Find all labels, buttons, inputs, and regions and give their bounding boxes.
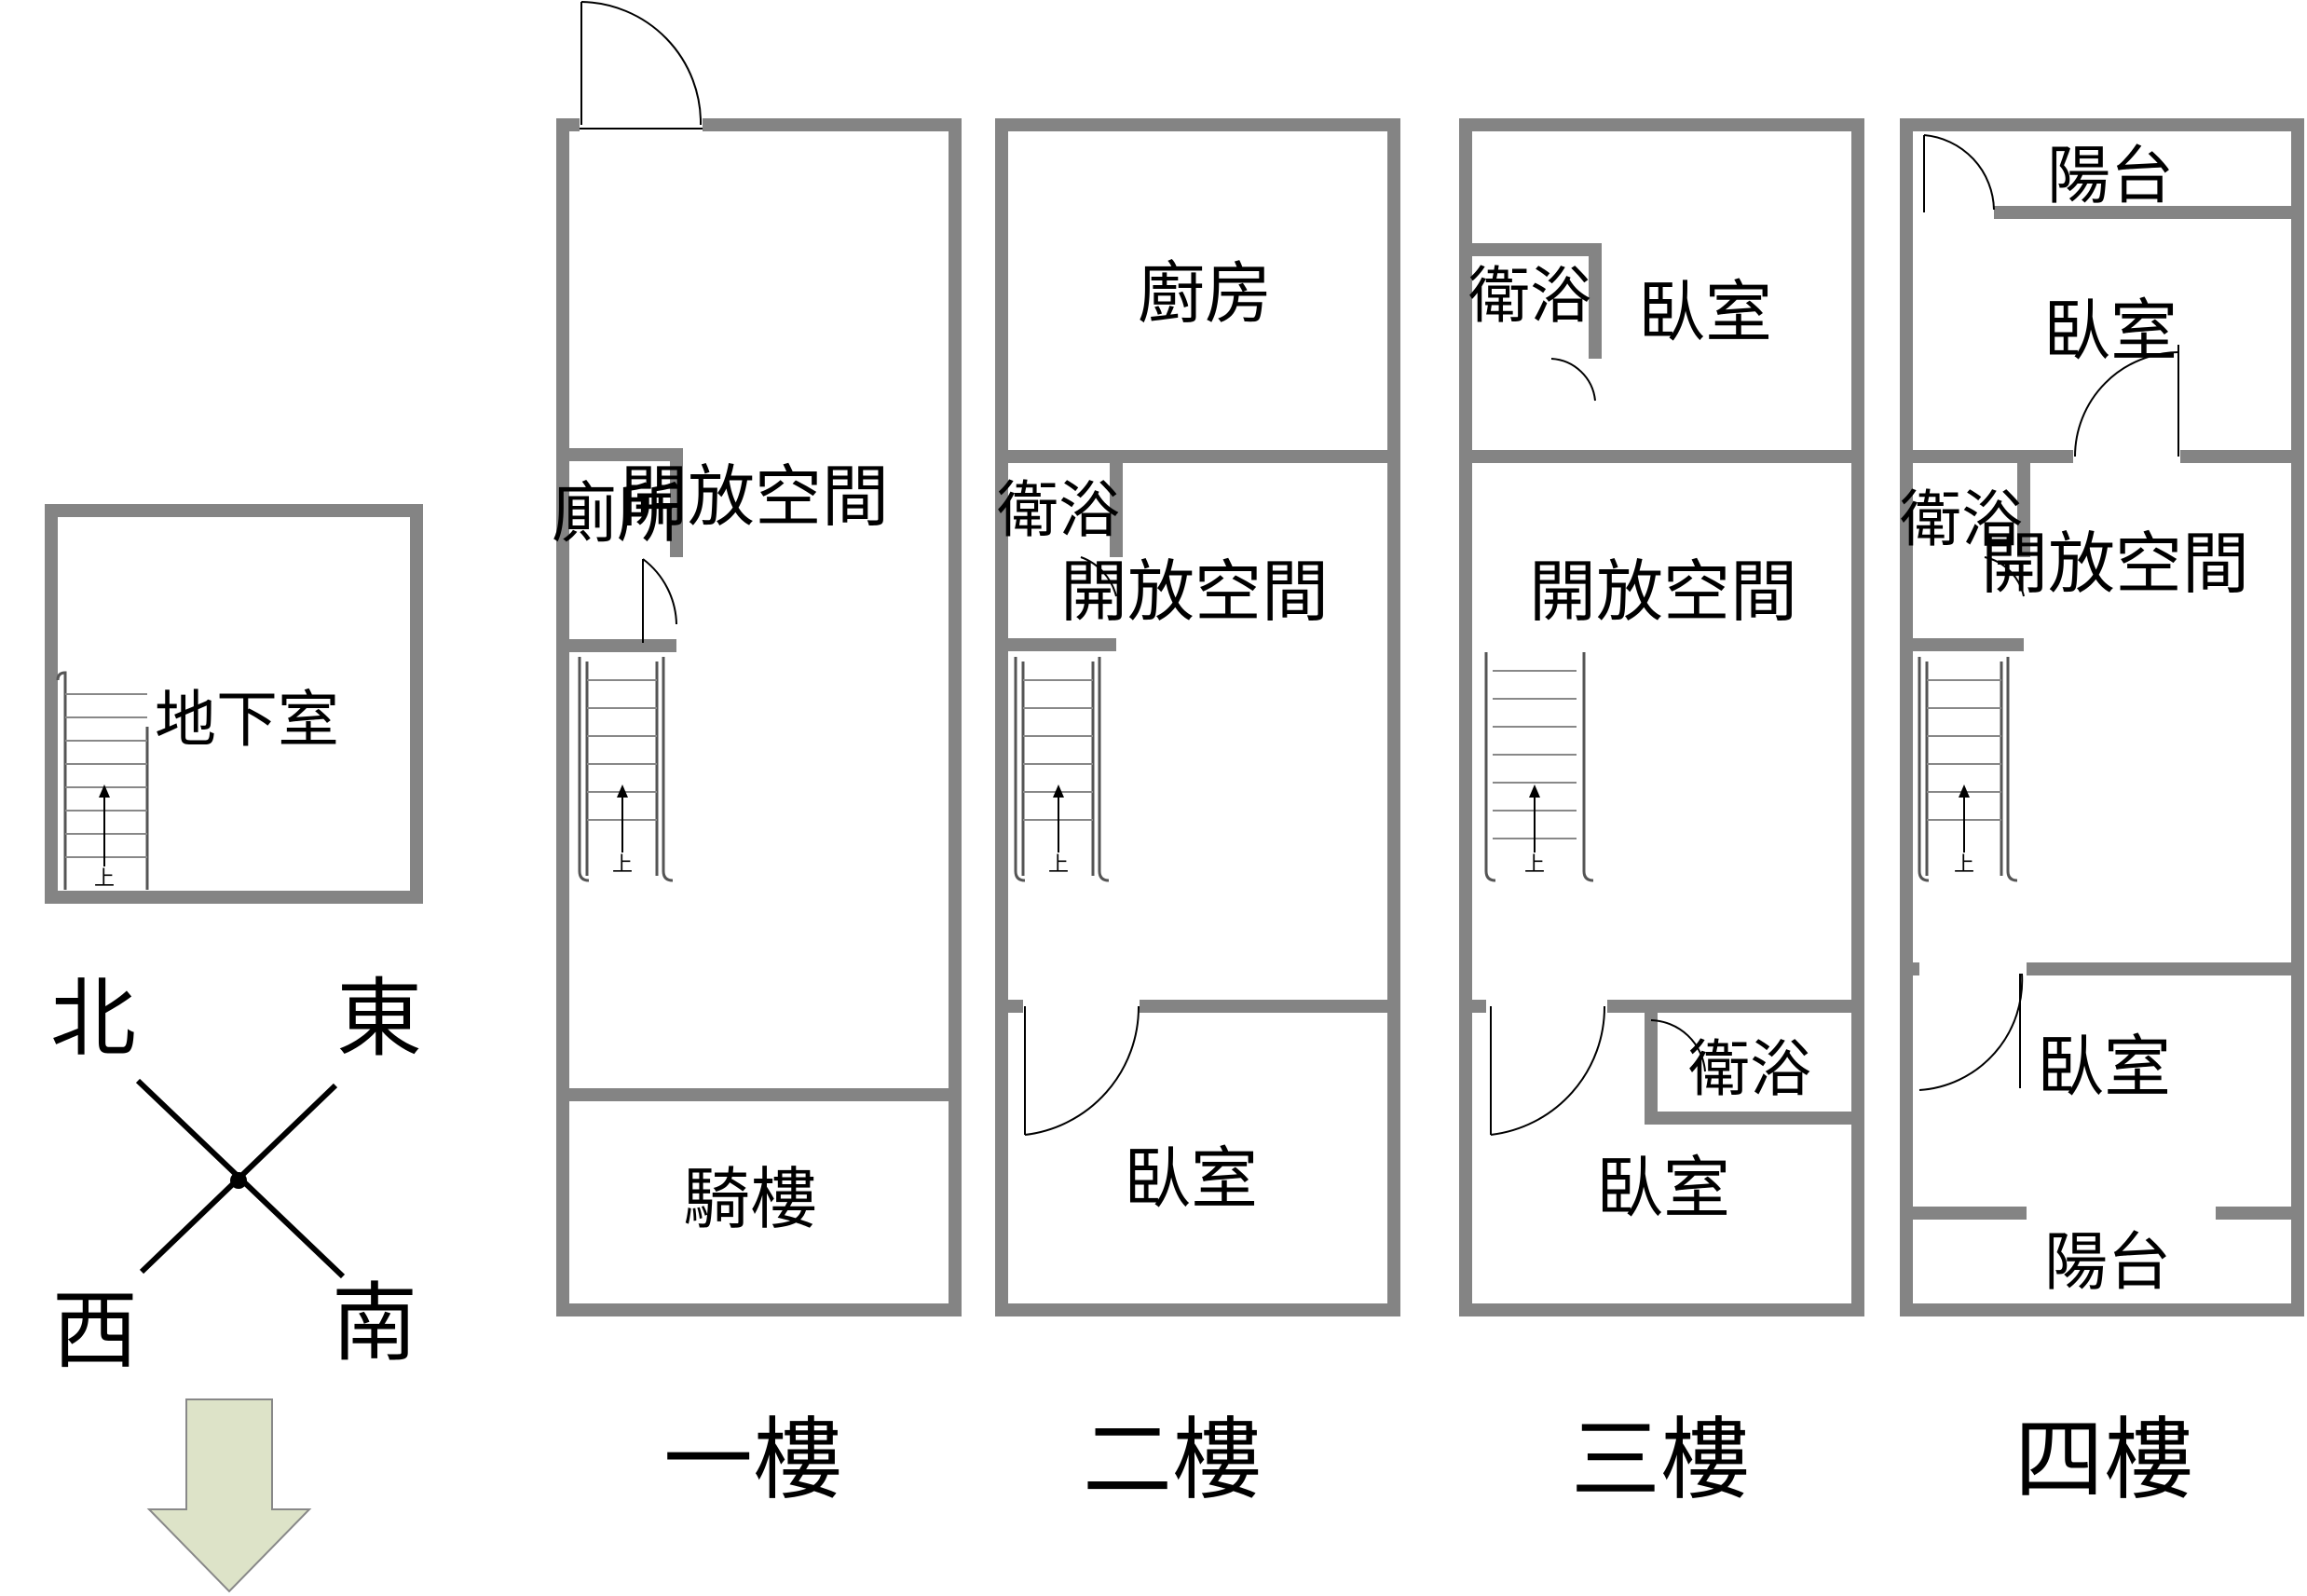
floor-4-stair-tag: 上: [1954, 853, 1974, 877]
down-arrow-icon: [146, 1398, 312, 1593]
floor-2-plan: 上 廚房 衛浴 開放空間 臥室 二樓: [995, 118, 1400, 1512]
floor-2-title: 二樓: [1083, 1408, 1262, 1512]
room-label-floor2-bath: 衛浴: [997, 474, 1120, 546]
room-label-floor4-open: 開放空間: [1981, 525, 2249, 603]
floor-2-stairs: 上: [1014, 657, 1110, 882]
floor-1-outer-wall: [556, 118, 962, 1316]
room-label-floor4-balcony-bottom: 陽台: [2044, 1226, 2171, 1300]
room-label-floor3-open: 開放空間: [1529, 552, 1797, 631]
floor-3-title: 三樓: [1571, 1408, 1750, 1512]
room-label-floor1-open: 開放空間: [621, 457, 889, 536]
basement-stairs: 上: [56, 671, 149, 891]
room-label-floor4-balcony-top: 陽台: [2047, 140, 2174, 213]
floor-1-entry-door: [580, 1, 703, 126]
room-label-floor3-bath-bottom: 衛浴: [1688, 1033, 1811, 1105]
floor-3-plan: 上 衛浴 臥室 開放空間 衛浴 臥室 三樓: [1459, 118, 1864, 1512]
basement-plan: 上 地下室: [45, 504, 423, 904]
room-label-floor3-bedroom-bottom: 臥室: [1596, 1149, 1730, 1227]
room-label-floor4-bath: 衛浴: [1900, 484, 2023, 555]
room-label-floor1-toilet: 廁所: [552, 475, 682, 552]
compass-south-label: 南: [332, 1274, 417, 1373]
floor-3-bedroom-door: [1490, 1005, 1606, 1136]
floor-3-outer-wall: [1459, 118, 1864, 1316]
compass: 北 東 西 南: [50, 969, 422, 1381]
room-label-floor2-open: 開放空間: [1060, 552, 1329, 631]
basement-stair-tag: 上: [94, 867, 115, 891]
floor-4-stairs: 上: [1918, 657, 2018, 882]
floor-2-stair-tag: 上: [1048, 853, 1069, 877]
floor-4-outer-wall: [1900, 118, 2304, 1316]
basement-wall: [45, 504, 423, 904]
compass-north-label: 北: [50, 969, 136, 1069]
room-label-floor3-bedroom-top: 臥室: [1638, 273, 1772, 351]
room-label-floor4-bedroom-bottom: 臥室: [2037, 1028, 2171, 1106]
compass-east-label: 東: [336, 969, 422, 1069]
floor-2-outer-wall: [995, 118, 1400, 1316]
room-label-floor2-bedroom: 臥室: [1124, 1139, 1258, 1218]
room-label-floor1-porch: 騎樓: [683, 1160, 817, 1238]
room-label-floor4-bedroom-top: 臥室: [2043, 292, 2177, 370]
floor-4-title: 四樓: [2014, 1408, 2193, 1512]
compass-west-label: 西: [52, 1281, 138, 1381]
room-label-floor3-bath-top: 衛浴: [1468, 260, 1591, 332]
floor-1-title: 一樓: [663, 1408, 842, 1512]
floor-1-stairs: 上: [578, 657, 674, 882]
floor-2-bedroom-door: [1024, 1005, 1140, 1136]
floor-3-stairs: 上: [1484, 652, 1594, 882]
floor-1-plan: 上 開放空間 廁所 騎樓 一樓: [552, 1, 962, 1512]
compass-center: [230, 1172, 247, 1189]
floor-1-stair-tag: 上: [612, 853, 633, 877]
floor-4-plan: 上 陽台 臥室 衛浴 開放空間 臥室 陽台 四樓: [1900, 118, 2304, 1512]
floor-3-stair-tag: 上: [1524, 853, 1545, 877]
room-label-basement: 地下室: [155, 684, 339, 756]
room-label-floor2-kitchen: 廚房: [1138, 254, 1272, 333]
